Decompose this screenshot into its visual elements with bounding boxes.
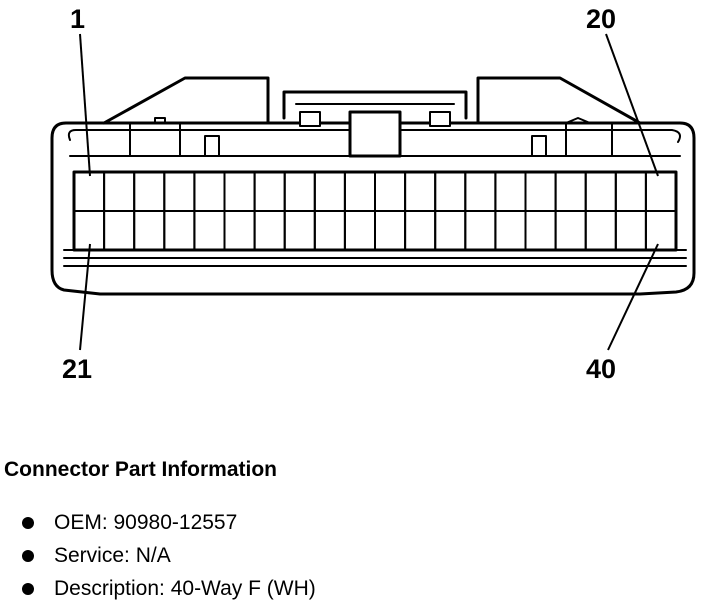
leader-pin-21 (79, 243, 91, 351)
leader-pin-1 (79, 33, 91, 177)
bullet-icon (22, 517, 34, 529)
info-item-oem: OEM: 90980-12557 (0, 512, 316, 545)
info-item-text: OEM: 90980-12557 (54, 511, 238, 534)
cavity-grid (73, 171, 678, 251)
leader-pin-40 (607, 243, 659, 351)
left-latch (102, 76, 270, 125)
right-latch (476, 76, 642, 125)
pin-label-21: 21 (62, 354, 93, 384)
bullet-icon (22, 583, 34, 595)
center-lock (282, 90, 468, 120)
info-item-service: Service: N/A (0, 545, 316, 578)
pin-label-1: 1 (70, 4, 86, 34)
pin-label-40: 40 (586, 354, 617, 384)
pin-label-20: 20 (586, 4, 617, 34)
bullet-icon (22, 550, 34, 562)
connector-diagram (50, 33, 696, 351)
connector-info-list: OEM: 90980-12557 Service: N/A Descriptio… (0, 512, 316, 611)
leader-pin-20 (605, 33, 659, 177)
cavity-40 (644, 210, 678, 251)
info-item-text: Description: 40-Way F (WH) (54, 577, 316, 600)
info-item-description: Description: 40-Way F (WH) (0, 578, 316, 611)
connector-housing (50, 121, 696, 296)
connector-info-heading: Connector Part Information (4, 458, 278, 481)
info-item-text: Service: N/A (54, 544, 171, 567)
